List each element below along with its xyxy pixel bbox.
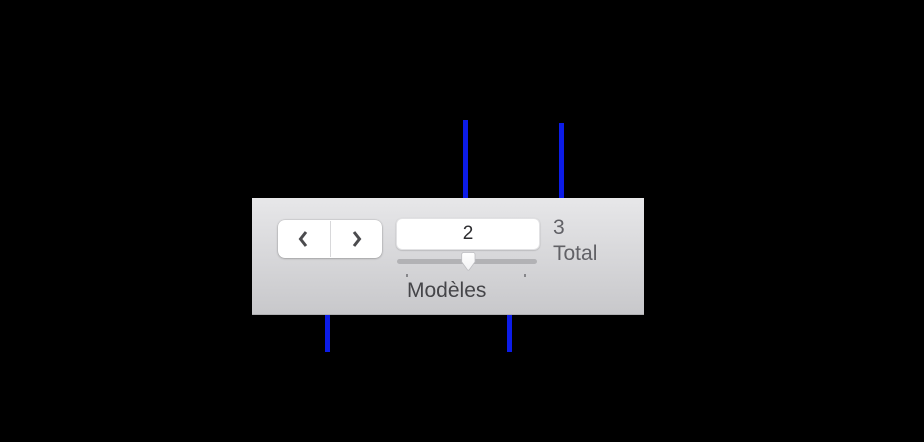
annotation-line-to-total xyxy=(559,123,564,218)
models-count-field[interactable] xyxy=(396,218,540,250)
segment-divider xyxy=(329,221,331,257)
total-count: 3 xyxy=(553,216,565,239)
total-label: Total xyxy=(553,242,598,265)
total-indicator: 3 Total xyxy=(553,215,597,267)
slider-tick-max xyxy=(524,274,526,277)
model-nav-segmented-control xyxy=(278,220,382,258)
annotation-line-to-field xyxy=(463,120,468,219)
next-model-button[interactable] xyxy=(331,220,383,258)
slider-tick-min xyxy=(406,274,408,277)
models-slider-label: Modèles xyxy=(407,279,487,302)
toolbar-panel: Modèles 3 Total xyxy=(252,198,644,315)
previous-model-button[interactable] xyxy=(278,220,330,258)
models-slider-thumb[interactable] xyxy=(461,252,476,272)
chevron-right-icon xyxy=(352,231,362,247)
chevron-left-icon xyxy=(298,231,308,247)
